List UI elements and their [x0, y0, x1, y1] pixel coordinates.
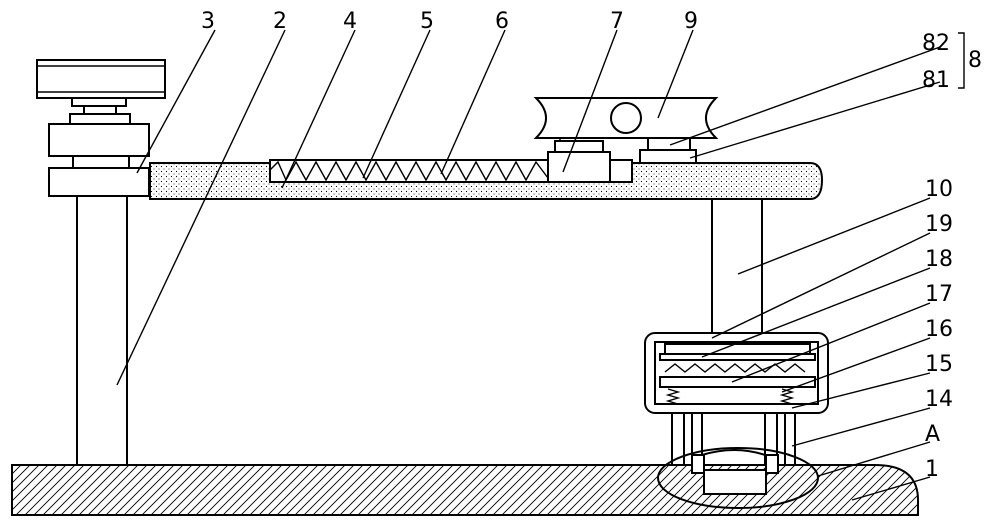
label-5: 5 — [420, 9, 434, 34]
label-a: A — [925, 422, 940, 447]
label-4: 4 — [343, 9, 357, 34]
leg-left — [671, 412, 685, 466]
label-1: 1 — [925, 457, 939, 482]
label-18: 18 — [925, 247, 953, 272]
label-19: 19 — [925, 212, 953, 237]
damper-plate-19 — [664, 343, 811, 355]
label-9: 9 — [684, 9, 698, 34]
label-2: 2 — [273, 9, 287, 34]
threaded-rod — [269, 160, 549, 182]
support-81 — [639, 149, 697, 164]
label-14: 14 — [925, 387, 953, 412]
spring-left — [665, 388, 681, 405]
bump — [701, 449, 766, 466]
label-15: 15 — [925, 352, 953, 377]
label-10: 10 — [925, 177, 953, 202]
label-17: 17 — [925, 282, 953, 307]
detail-circle-a — [657, 447, 819, 509]
damper-plate-18 — [659, 353, 816, 361]
bearing-block — [48, 167, 150, 197]
base-plate — [11, 464, 919, 516]
label-81: 81 — [922, 68, 950, 93]
motor-neck — [71, 97, 127, 107]
motor-flange — [72, 155, 130, 169]
left-column — [76, 194, 128, 466]
label-16: 16 — [925, 317, 953, 342]
spring-right — [779, 388, 795, 405]
slider-block — [547, 151, 611, 183]
spring-upper — [664, 363, 806, 373]
damper-plate-17 — [659, 376, 816, 388]
label-6: 6 — [495, 9, 509, 34]
slider-cap — [554, 140, 604, 153]
label-3: 3 — [201, 9, 215, 34]
bracket-8 — [958, 32, 965, 89]
leader-lines — [116, 29, 941, 501]
motor-body — [48, 123, 150, 157]
label-82: 82 — [922, 31, 950, 56]
label-7: 7 — [610, 9, 624, 34]
right-column — [711, 198, 763, 335]
pulley-axle — [610, 102, 642, 134]
motor-neck-2 — [83, 105, 117, 115]
motor-collar — [69, 113, 131, 125]
leg-right-2 — [784, 412, 796, 466]
label-8: 8 — [968, 48, 982, 73]
